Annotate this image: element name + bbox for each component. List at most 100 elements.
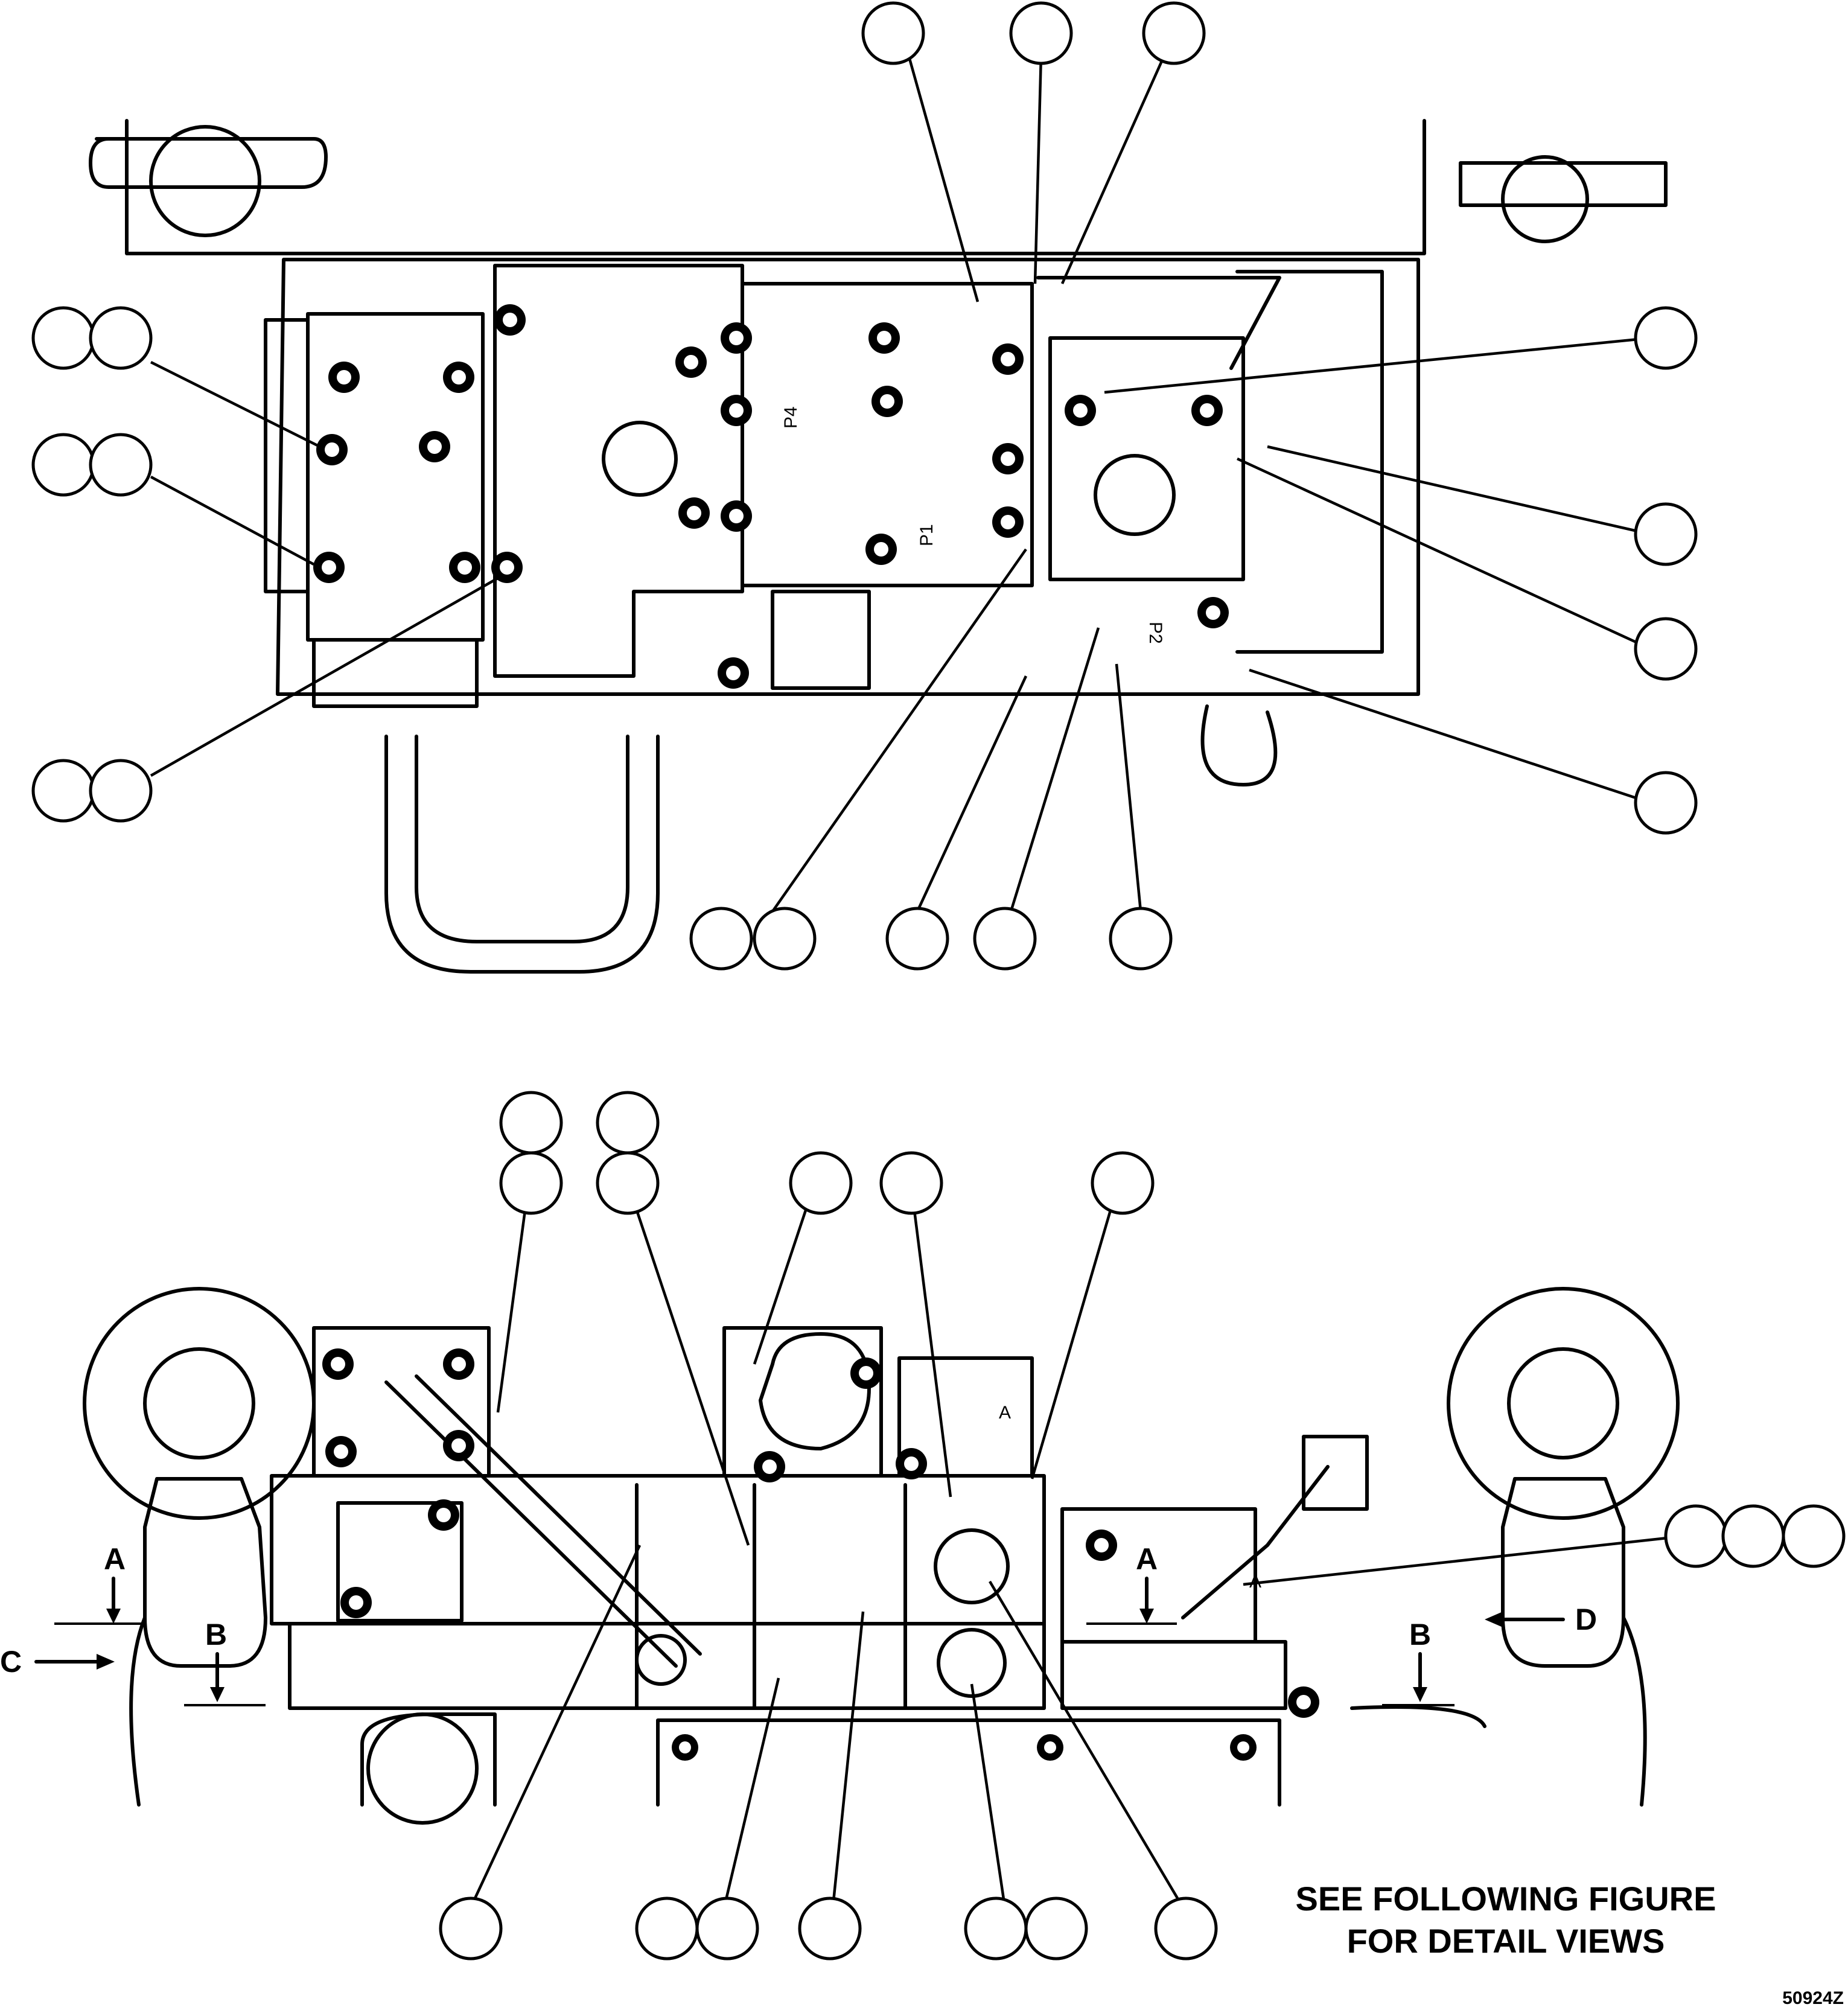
lifting-eye-right-hole [1507, 1347, 1619, 1460]
bolt-center [1001, 352, 1015, 366]
bolt-center [729, 331, 744, 345]
bolt-center [684, 355, 698, 369]
lifting-eye-left-ring [149, 125, 261, 237]
item-bubble [1109, 907, 1173, 971]
front-view: A A A B C A B D [0, 1091, 1846, 1960]
bolt-center [859, 1366, 873, 1380]
bolt-center [1094, 1538, 1109, 1552]
pump-flange [759, 1332, 871, 1450]
bolt-center [1001, 451, 1015, 466]
item-bubble [635, 1897, 699, 1960]
top-view-bolts [313, 304, 1229, 689]
left-valve-side-plate [264, 318, 310, 593]
lifting-eye-left-hole [143, 1347, 255, 1460]
bolt-center [331, 1357, 345, 1371]
note-line-1: SEE FOLLOWING FIGURE [1296, 1880, 1716, 1918]
item-bubble [499, 1091, 563, 1155]
item-bubble [1634, 771, 1698, 835]
item-bubble [1634, 306, 1698, 370]
bolt-center [349, 1595, 363, 1610]
item-bubble [31, 306, 95, 370]
lifting-eye-right-top [1459, 161, 1668, 207]
item-bubble [1024, 1897, 1088, 1960]
top-view-item-bubbles [31, 1, 1698, 971]
right-valve-base [1060, 1640, 1287, 1710]
item-bubble [689, 907, 753, 971]
item-bubble [798, 1897, 862, 1960]
plug-port-lower [937, 1628, 1007, 1698]
item-bubble [596, 1151, 660, 1215]
bolt-center [451, 1357, 466, 1371]
lifting-eye-left-top [89, 137, 328, 189]
bolt-center [500, 560, 514, 575]
center-manifold-port [602, 421, 678, 497]
bolt-center [436, 1508, 451, 1522]
bolt-center [729, 403, 744, 418]
right-tube [1181, 1465, 1330, 1619]
left-eye-base [143, 1477, 267, 1668]
bolt-center [1296, 1695, 1311, 1709]
top-view-leaders [150, 54, 1651, 913]
figure-number: 50924Z [1782, 1988, 1844, 2008]
section-a-mid-arrowhead [1139, 1609, 1154, 1624]
bolt-center [325, 442, 339, 457]
left-housing-outline [129, 1616, 147, 1807]
lifting-eye-right [1447, 1287, 1680, 1520]
lower-housing-bore [366, 1712, 479, 1825]
pump-lower-housing [771, 590, 871, 690]
center-pump-section [722, 1326, 883, 1478]
center-manifold-plate [493, 264, 744, 678]
hose-loop [384, 735, 660, 974]
item-bubble [1154, 1897, 1218, 1960]
section-marker-c: C [0, 1645, 22, 1679]
item-bubble [964, 1897, 1028, 1960]
bolt-center [726, 666, 741, 680]
hose-loop-inner [415, 735, 629, 943]
front-view-bolts [322, 1348, 1319, 1761]
bolt-center [877, 331, 891, 345]
item-bubble [89, 759, 153, 823]
item-bubble [1664, 1504, 1728, 1568]
left-valve-lower-block [312, 638, 479, 708]
item-bubble [1721, 1504, 1785, 1568]
front-left-valve [312, 1326, 491, 1478]
diagonal-tube-a [384, 1380, 678, 1668]
bolt-center [762, 1460, 777, 1474]
top-base-plate [276, 258, 1420, 696]
port-label-p1: P1 [917, 524, 937, 546]
section-b-left-arrowhead [210, 1687, 225, 1702]
lifting-eye-left [83, 1287, 316, 1520]
right-flange-port [1094, 454, 1176, 536]
front-view-leaders [469, 1210, 1684, 1909]
item-bubble [861, 1, 925, 65]
item-bubble [1091, 1151, 1155, 1215]
port-label-p2: P2 [1145, 622, 1165, 644]
item-bubble [1634, 617, 1698, 681]
section-marker-a-mid: A [1136, 1542, 1158, 1576]
item-bubble [1142, 1, 1206, 65]
bolt-center [679, 1741, 691, 1753]
section-marker-a-left: A [104, 1542, 126, 1576]
lifting-eye-right-ring [1501, 155, 1589, 243]
section-marker-d: D [1575, 1603, 1597, 1636]
item-bubble [1634, 502, 1698, 566]
right-housing-outline [1622, 1616, 1647, 1807]
section-markers: A B C A B D [0, 1542, 1597, 1706]
bolt-center [1200, 403, 1214, 418]
port-label-p4: P4 [781, 406, 801, 429]
section-c-arrowhead [97, 1654, 115, 1670]
item-bubble [596, 1091, 660, 1155]
bolt-center [1206, 605, 1220, 620]
bolt-center [880, 394, 894, 409]
right-hose-loop [1200, 704, 1278, 786]
item-bubble [753, 907, 817, 971]
item-bubble [89, 306, 153, 370]
bolt-center [451, 370, 466, 384]
right-eye-base [1501, 1477, 1625, 1668]
item-bubble [1782, 1504, 1846, 1568]
item-bubble [695, 1897, 759, 1960]
diagonal-tube-b [415, 1374, 702, 1656]
item-bubble [31, 433, 95, 497]
port-label-a-1: A [999, 1403, 1011, 1423]
